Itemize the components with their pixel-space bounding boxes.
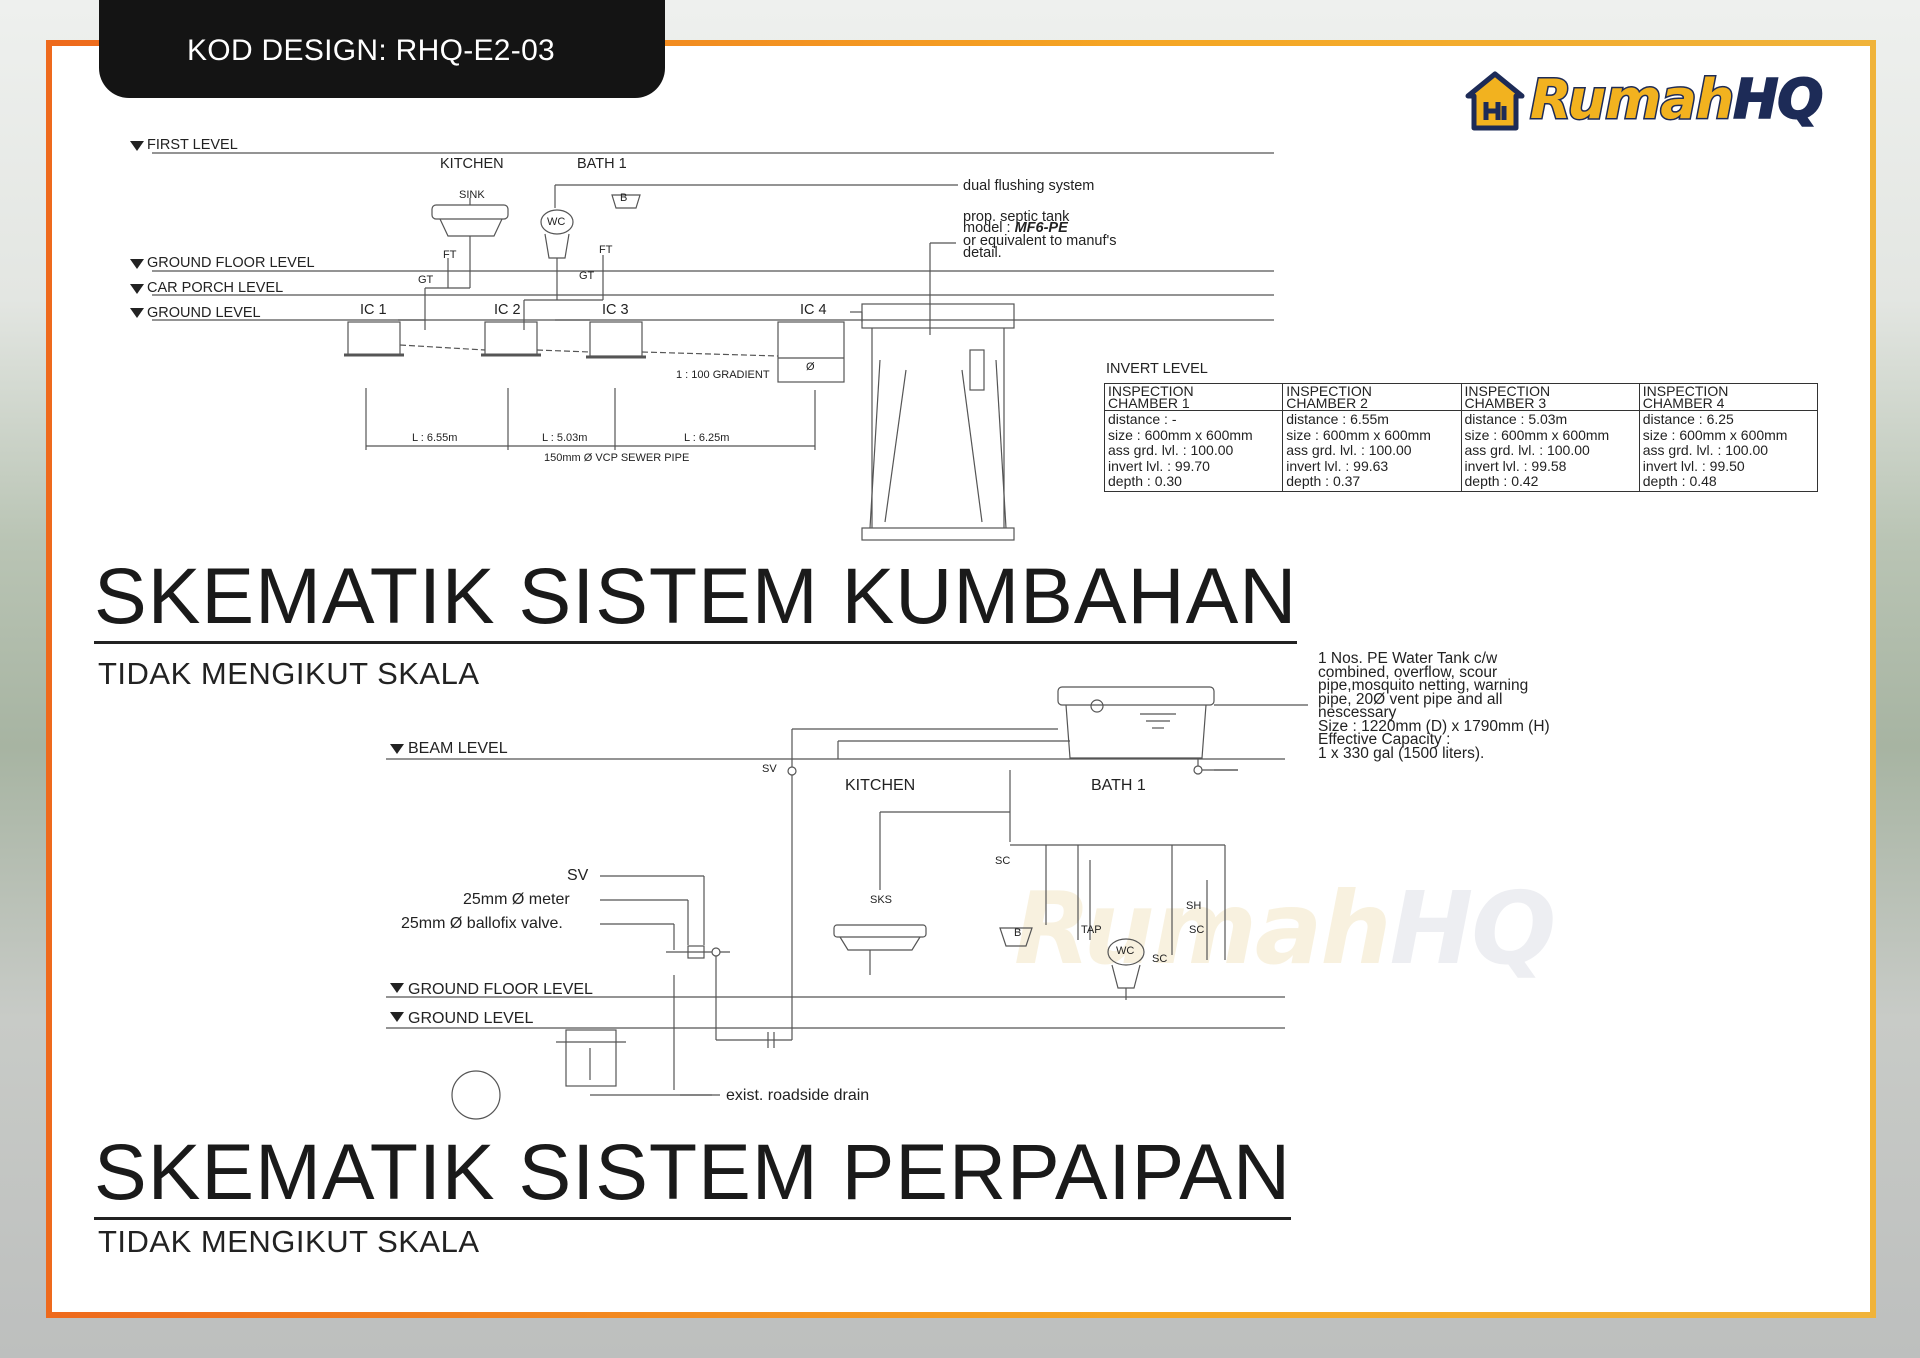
meter-label-meter: 25mm Ø meter xyxy=(463,891,570,908)
note-dual-flush: dual flushing system xyxy=(963,178,1095,194)
fixture-label-sc-3: SC xyxy=(1152,953,1168,965)
level-label-plumbing-ground-floor: GROUND FLOOR LEVEL xyxy=(408,981,593,998)
fixture-label-sv-top: SV xyxy=(762,763,777,775)
chamber-label-2: IC 2 xyxy=(494,302,521,318)
drain-label: exist. roadside drain xyxy=(726,1087,870,1104)
note-septic-4: detail. xyxy=(963,245,1002,261)
meter-label-sv: SV xyxy=(567,867,589,884)
fixture-label-basin: B xyxy=(620,192,628,204)
brand-watermark: RumahHQ xyxy=(1014,870,1556,987)
fixture-label-plumbing-basin: B xyxy=(1014,927,1022,939)
room-label-plumbing-bath: BATH 1 xyxy=(1091,777,1146,794)
distance-label-2: L : 5.03m xyxy=(542,432,588,444)
chamber-label-1: IC 1 xyxy=(360,302,387,318)
fixture-label-ft-1: FT xyxy=(443,249,457,261)
design-code-tab: KOD DESIGN: RHQ-E2-03 xyxy=(99,0,665,98)
brand-logo: RumahHQ xyxy=(1464,66,1854,136)
note-septic-2: model : MF6-PE xyxy=(963,220,1068,236)
water-tank-note: 1 Nos. PE Water Tank c/w combined, overf… xyxy=(1318,650,1550,762)
fixture-label-sc-1: SC xyxy=(995,855,1011,867)
note-septic-3: or equivalent to manuf's xyxy=(963,233,1117,249)
sewer-pipe-label: 150mm Ø VCP SEWER PIPE xyxy=(544,452,690,464)
invert-level-heading: INVERT LEVEL xyxy=(1106,361,1208,377)
meter-label-valve: 25mm Ø ballofix valve. xyxy=(401,915,563,932)
fixture-label-tap: TAP xyxy=(1081,924,1102,936)
fixture-label-plumbing-wc: WC xyxy=(1116,945,1135,957)
level-label-ground-floor: GROUND FLOOR LEVEL xyxy=(147,255,315,271)
drawing-sheet xyxy=(46,40,1876,1318)
level-label-ground: GROUND LEVEL xyxy=(147,305,261,321)
level-label-plumbing-ground: GROUND LEVEL xyxy=(408,1010,534,1027)
house-logo-icon xyxy=(1465,71,1525,131)
fixture-label-wc: WC xyxy=(547,216,566,228)
fixture-label-sks: SKS xyxy=(870,894,893,906)
fixture-label-ft-2: FT xyxy=(599,244,613,256)
chamber-label-4: IC 4 xyxy=(800,302,827,318)
fixture-label-gt-2: GT xyxy=(579,270,595,282)
distance-label-1: L : 6.55m xyxy=(412,432,458,444)
sewer-subtitle: TIDAK MENGIKUT SKALA xyxy=(98,656,480,691)
fixture-label-sc-2: SC xyxy=(1189,924,1205,936)
level-label-first: FIRST LEVEL xyxy=(147,137,238,153)
level-label-beam: BEAM LEVEL xyxy=(408,740,508,757)
design-code: KOD DESIGN: RHQ-E2-03 xyxy=(187,34,556,67)
chamber-label-3: IC 3 xyxy=(602,302,629,318)
note-septic-1: prop. septic tank xyxy=(963,209,1070,225)
fixture-label-sink: SINK xyxy=(459,189,485,201)
gradient-label: 1 : 100 GRADIENT xyxy=(676,369,770,381)
fixture-label-sh: SH xyxy=(1186,900,1202,912)
room-label-bath: BATH 1 xyxy=(577,156,627,172)
plumbing-subtitle: TIDAK MENGIKUT SKALA xyxy=(98,1224,480,1259)
room-label-kitchen: KITCHEN xyxy=(440,156,504,172)
brand-wordmark: RumahHQ xyxy=(1528,67,1824,133)
outlet-label: Ø xyxy=(806,361,815,373)
distance-label-3: L : 6.25m xyxy=(684,432,730,444)
level-label-car-porch: CAR PORCH LEVEL xyxy=(147,280,284,296)
plumbing-title: SKEMATIK SISTEM PERPAIPAN xyxy=(94,1132,1292,1220)
room-label-plumbing-kitchen: KITCHEN xyxy=(845,777,916,794)
fixture-label-gt-1: GT xyxy=(418,274,434,286)
sewer-title: SKEMATIK SISTEM KUMBAHAN xyxy=(94,556,1298,644)
